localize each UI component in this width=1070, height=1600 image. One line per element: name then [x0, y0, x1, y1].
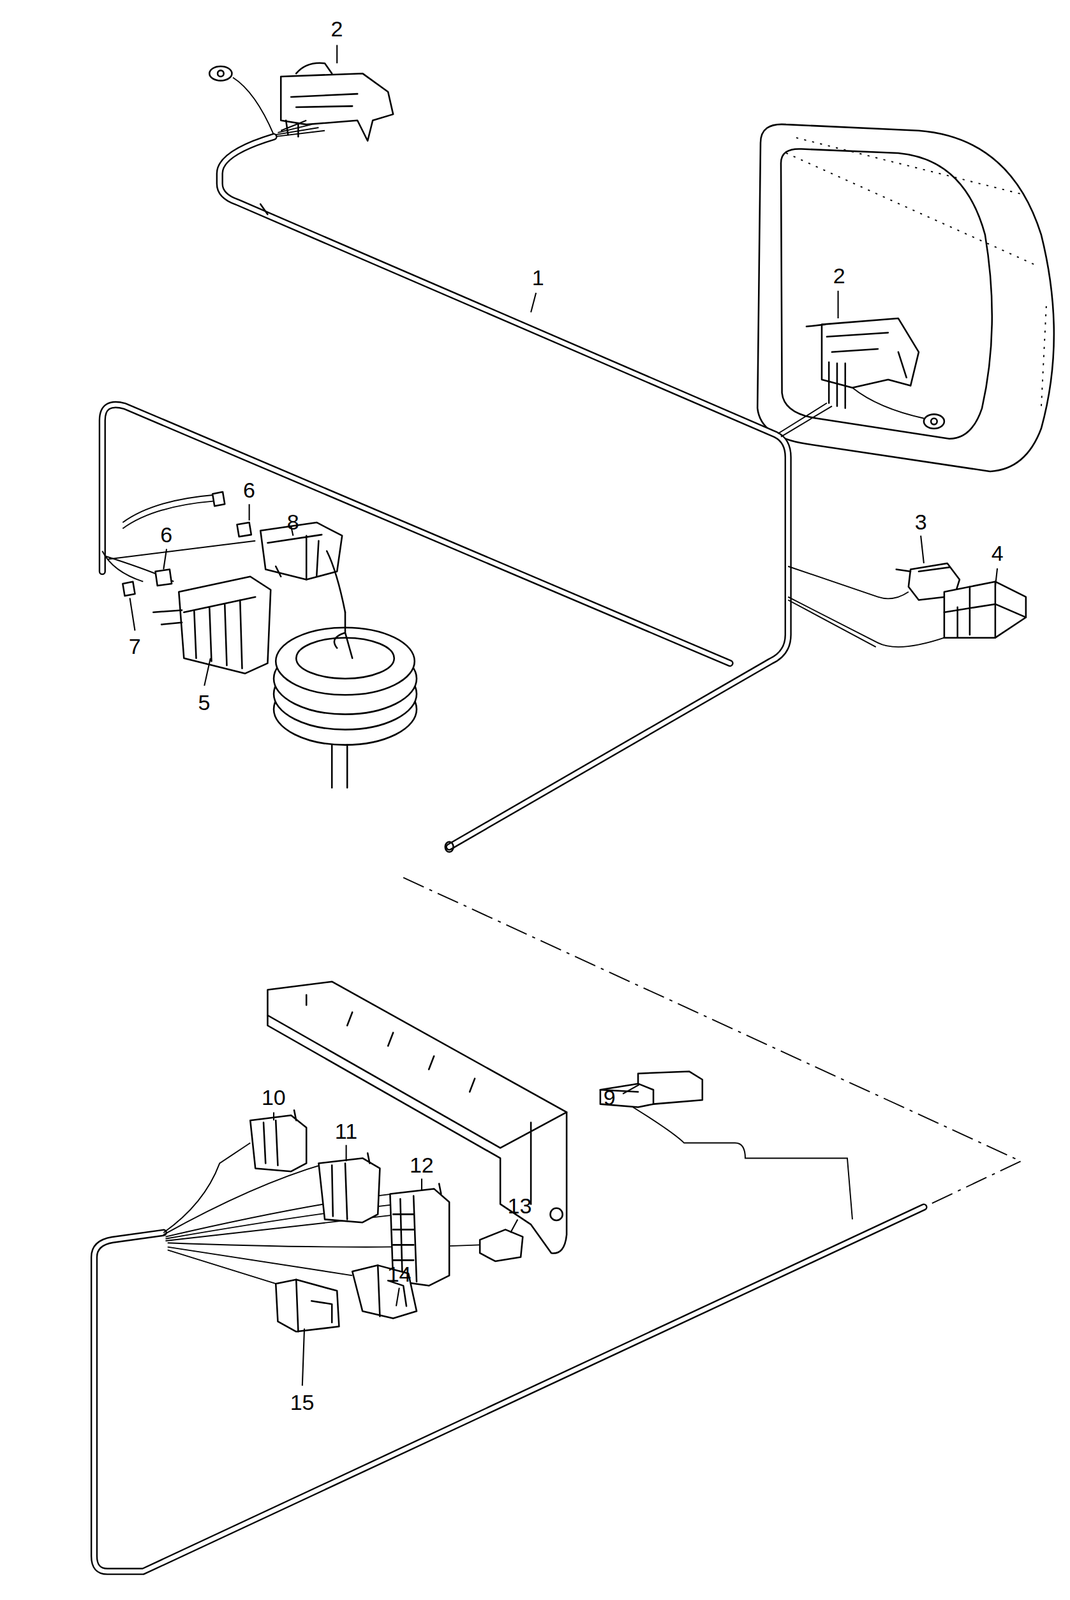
callout-number: 5: [198, 691, 211, 714]
carrier-detail: [267, 995, 567, 1205]
harness-tube-core: [219, 136, 788, 847]
ring-hole: [930, 418, 938, 425]
branch-wire: [787, 566, 909, 600]
callout-number: 6: [160, 523, 173, 546]
callout-number: 1: [532, 266, 545, 289]
callout-number: 6: [243, 479, 256, 501]
pin-terminal: [122, 581, 135, 596]
wiring-harness: [102, 136, 945, 852]
sleeve-mark: [260, 204, 268, 215]
callout-number: 12: [409, 1154, 434, 1176]
connector-15: [275, 1279, 339, 1333]
branch-wire: [787, 597, 945, 647]
lamp-texture: [786, 137, 1047, 409]
callout-number: 15: [290, 1391, 315, 1414]
callout-number: 14: [387, 1263, 412, 1286]
callout-number: 4: [991, 542, 1004, 565]
harness-tube-core: [94, 1207, 924, 1572]
connector-9: [600, 1071, 703, 1108]
harness-tube: [94, 1207, 924, 1572]
ground-wire: [852, 387, 924, 419]
wire-end: [212, 491, 225, 506]
connector-detail: [896, 567, 950, 572]
branch-wire: [632, 1107, 853, 1220]
grommet-detail: [331, 612, 353, 788]
callout-number: 2: [833, 264, 846, 287]
connector-detail: [944, 581, 1026, 639]
mount-hole: [549, 1208, 563, 1221]
ring-terminal: [923, 414, 945, 429]
callout-number: 10: [261, 1086, 286, 1109]
callout-number: 7: [128, 635, 142, 658]
connector-4: [944, 581, 1026, 639]
top-connector: [209, 63, 394, 142]
callout-number: 3: [914, 511, 928, 533]
callout-number: 13: [507, 1195, 532, 1217]
tube-end: [445, 842, 454, 853]
ring-terminal: [209, 66, 232, 81]
leader-line: [130, 44, 998, 1386]
plug-detail: [285, 63, 358, 138]
wire-bundle: [273, 120, 325, 138]
harness-tube: [219, 136, 788, 847]
pin-terminal: [236, 522, 251, 537]
connector-detail: [331, 1152, 370, 1220]
connector-detail: [296, 1279, 332, 1333]
grommet-inner: [296, 638, 395, 679]
tail-lamp: [757, 124, 1055, 472]
callout-number: 11: [334, 1120, 358, 1143]
connector-13: [479, 1229, 523, 1262]
continuation-line: [403, 877, 1021, 1208]
callout-number: 2: [331, 17, 344, 40]
pin-terminal: [155, 569, 172, 587]
branch-wire: [102, 541, 256, 582]
lamp-inner: [780, 148, 993, 439]
grommet: [273, 612, 417, 788]
connector-detail: [153, 597, 256, 669]
connector-detail: [806, 324, 907, 409]
lamp-branch: [777, 403, 833, 438]
grommet-top: [275, 627, 415, 696]
ground-wire: [232, 77, 274, 136]
connector-detail: [263, 1110, 297, 1166]
callout-number: 8: [287, 511, 300, 533]
connector-8: [260, 522, 342, 580]
callout-number: 9: [603, 1086, 616, 1109]
ring-hole: [217, 70, 224, 77]
connector-11: [318, 1158, 380, 1223]
connector-detail: [267, 534, 346, 613]
lamp-housing: [757, 124, 1055, 472]
wiring-harness: [94, 1107, 924, 1572]
